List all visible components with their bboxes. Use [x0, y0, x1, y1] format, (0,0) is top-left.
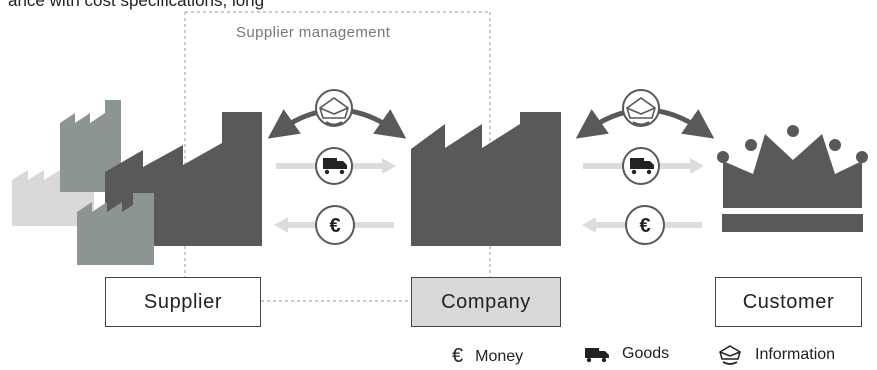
legend-information-label: Information — [755, 346, 836, 363]
factory-icon — [77, 193, 154, 265]
money-symbol: € — [329, 215, 340, 237]
money-symbol: € — [639, 215, 650, 237]
company-node: Company — [411, 277, 561, 327]
company-customer-flows: € — [575, 89, 715, 245]
legend-goods-label: Goods — [622, 345, 670, 362]
customer-crown-icon — [717, 125, 868, 232]
header-partial-text: ance with cost specifications, long — [8, 0, 265, 10]
legend-money: € Money — [452, 345, 523, 368]
legend-money-label: Money — [475, 347, 524, 365]
legend-goods: Goods — [584, 345, 669, 363]
envelope-phone-icon — [719, 345, 741, 365]
truck-icon — [622, 147, 660, 185]
factory-icon — [60, 100, 121, 192]
money-icon — [315, 205, 355, 245]
diagram-canvas: € € — [12, 11, 868, 302]
supplier-factories — [12, 100, 262, 265]
envelope-phone-icon — [315, 89, 353, 127]
envelope-phone-icon — [622, 89, 660, 127]
money-icon: € — [452, 345, 464, 367]
supplier-company-flows: € — [267, 89, 407, 245]
supplier-node: Supplier — [105, 277, 261, 327]
money-icon — [625, 205, 665, 245]
legend-information: Information — [717, 345, 835, 365]
customer-node: Customer — [715, 277, 862, 327]
company-factory-icon — [411, 112, 561, 246]
supplier-management-title: Supplier management — [236, 24, 391, 41]
truck-icon — [585, 348, 609, 363]
truck-icon — [315, 147, 353, 185]
